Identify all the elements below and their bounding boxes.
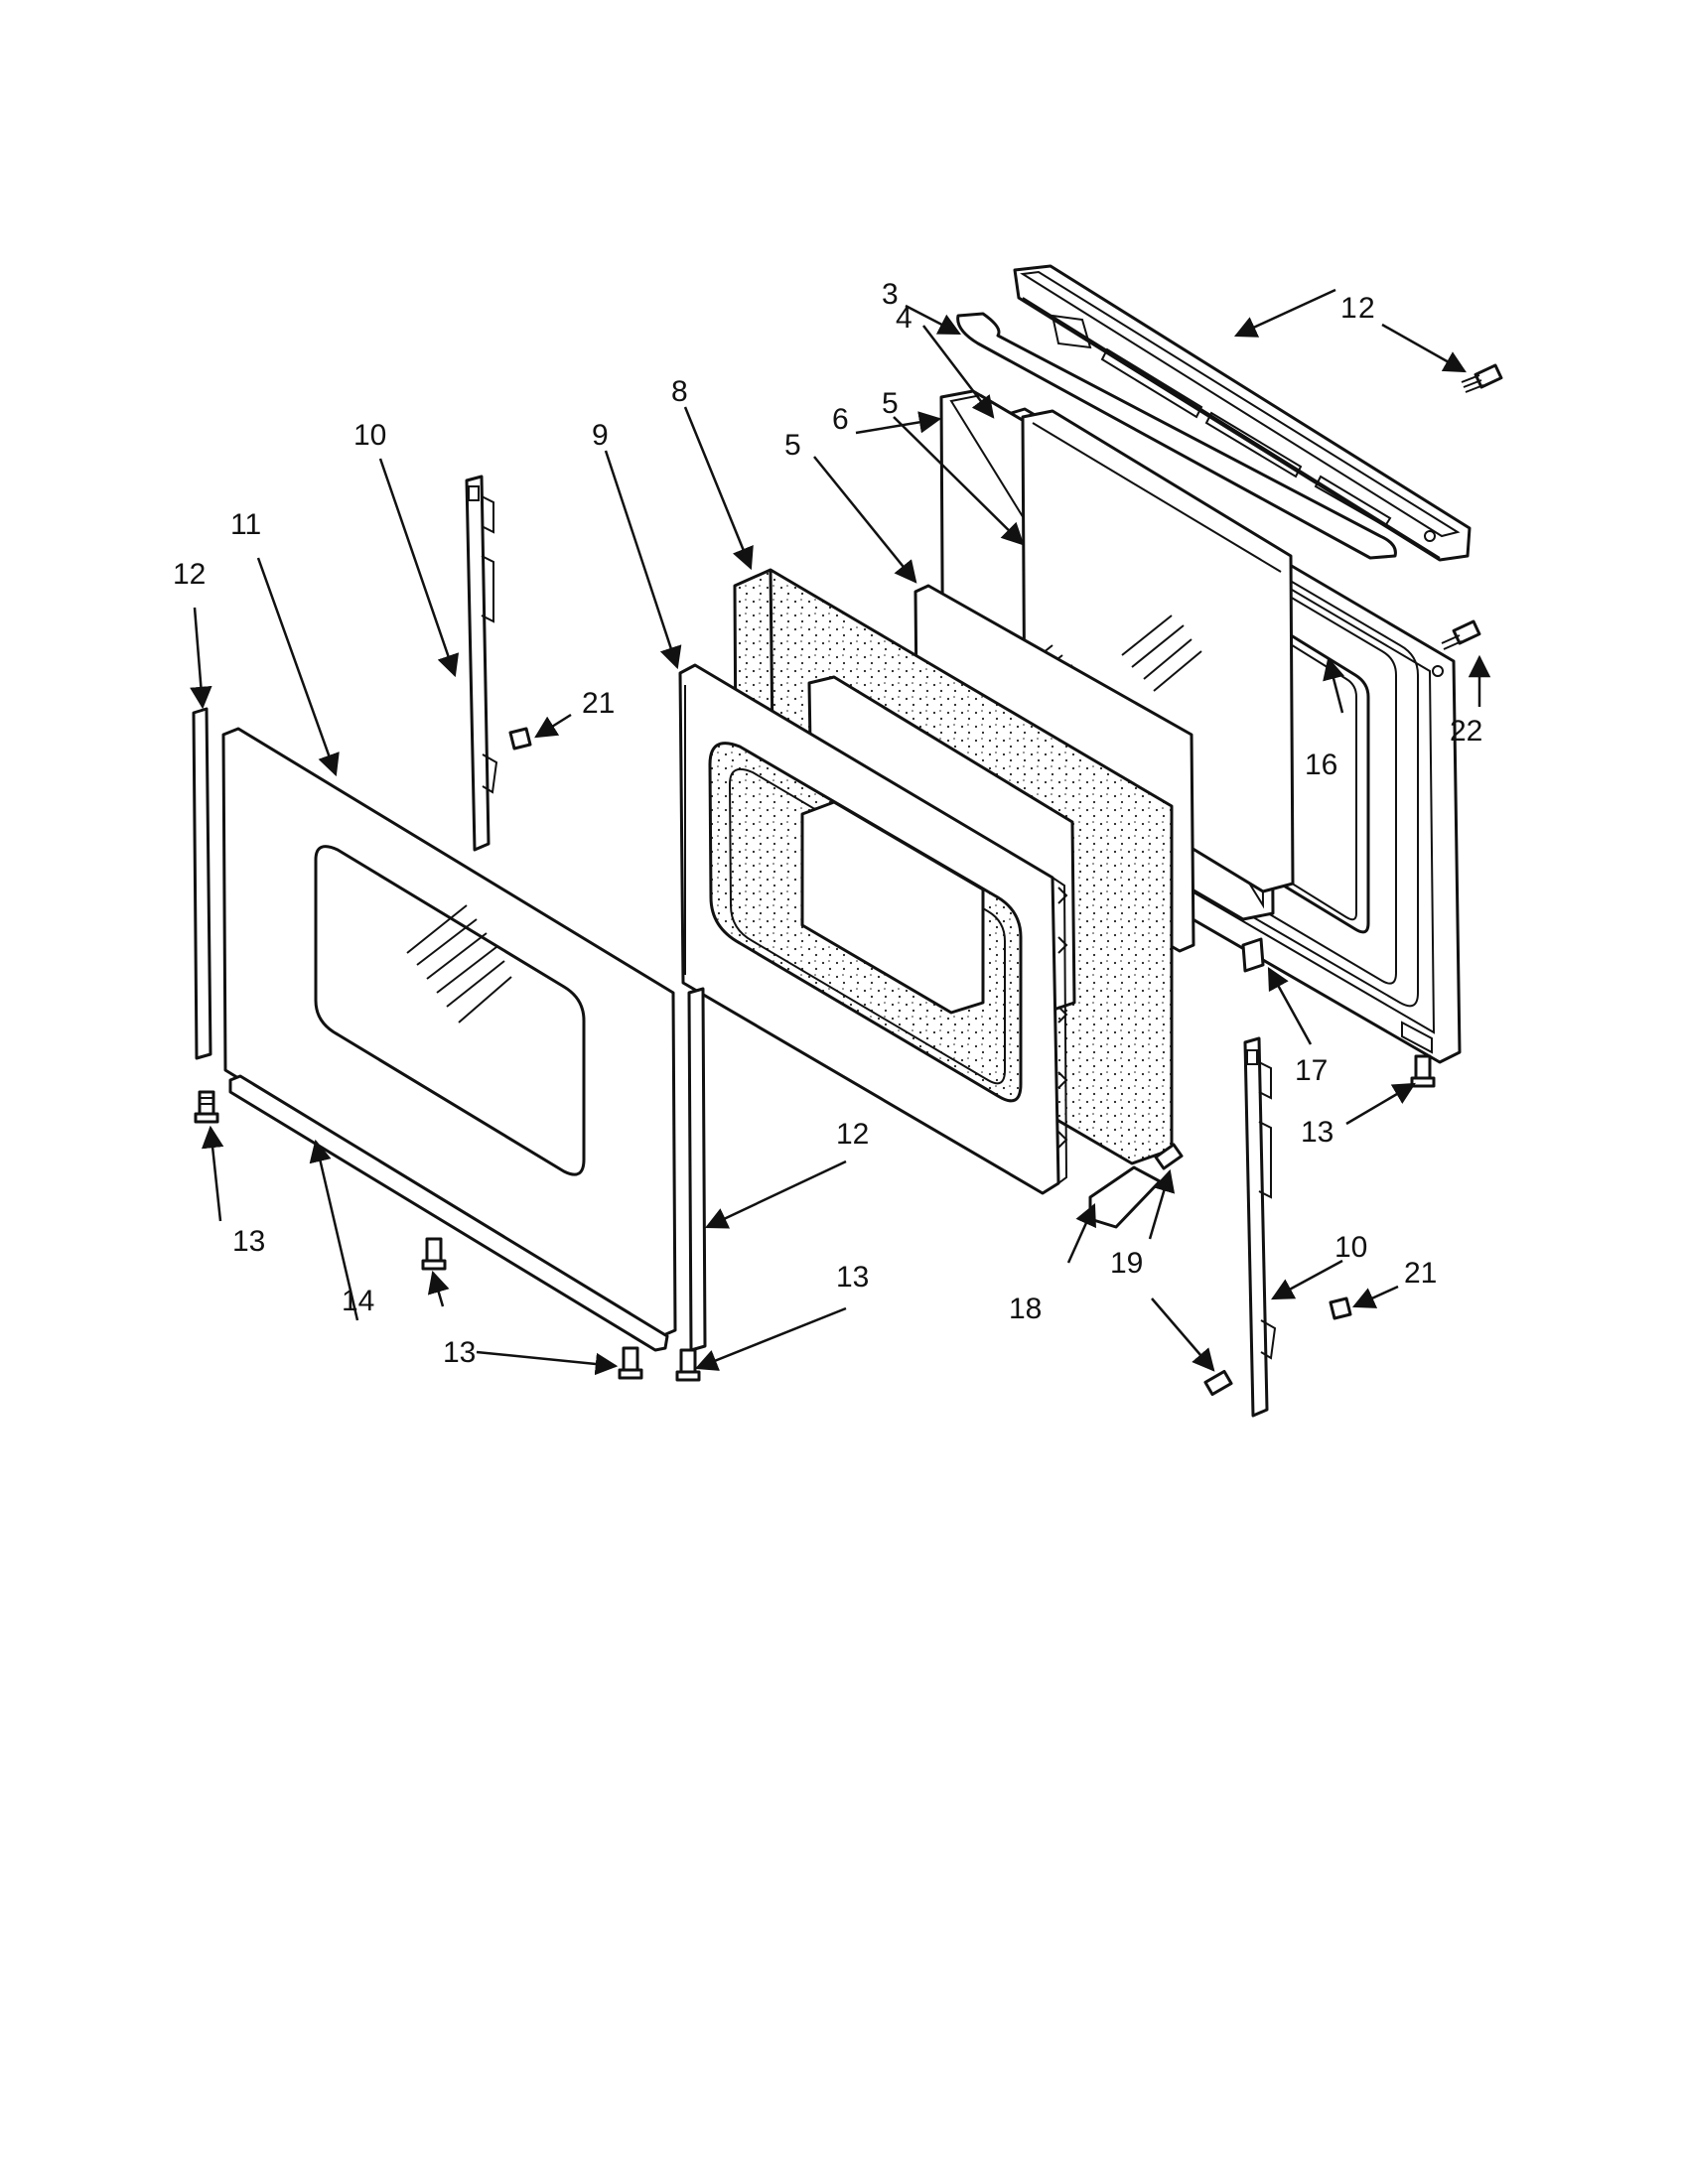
callout-c5a: 5 [882, 387, 899, 420]
callout-c17: 17 [1295, 1054, 1328, 1087]
outer-door-panel [221, 727, 677, 1338]
screw-13-bottom-b [618, 1346, 643, 1380]
callout-c13b: 13 [443, 1336, 476, 1369]
callout-c14: 14 [342, 1285, 374, 1317]
screw-19 [1154, 1143, 1184, 1170]
hinge-clip-21-right [1329, 1297, 1352, 1320]
callout-c4: 4 [896, 302, 912, 335]
callout-c22: 22 [1450, 715, 1482, 748]
side-trim-right [687, 987, 707, 1352]
screw-22 [1441, 619, 1481, 650]
callout-c3: 3 [882, 278, 899, 311]
callout-c18: 18 [1009, 1293, 1042, 1325]
bottom-trim [228, 1074, 669, 1352]
screw-13-bottom-a [421, 1237, 447, 1271]
callout-c6: 6 [832, 403, 849, 436]
callout-c12b: 12 [836, 1118, 869, 1151]
hinge-left [465, 475, 498, 852]
leader-lines [190, 288, 1491, 1376]
clip-17 [1241, 937, 1265, 973]
callout-c2: 2 [1358, 292, 1375, 325]
callout-c11: 11 [230, 508, 261, 541]
screw-13-left [194, 1090, 219, 1124]
callout-c5b: 5 [784, 429, 801, 462]
callout-c13c: 13 [836, 1261, 869, 1294]
callout-c13d: 13 [1301, 1116, 1333, 1149]
door-liner [678, 663, 1068, 1195]
callout-c10b: 10 [1334, 1231, 1367, 1264]
callout-c8: 8 [671, 375, 688, 408]
screw-2 [1461, 363, 1503, 393]
screw-19-hinge [1203, 1369, 1233, 1397]
trim-strip [956, 312, 1397, 560]
screw-13-bottom-c [675, 1348, 701, 1382]
callout-c1: 1 [1340, 292, 1357, 325]
callout-c10a: 10 [353, 419, 386, 452]
hinge-right [1243, 1036, 1277, 1418]
callout-c12a: 12 [173, 558, 206, 591]
callout-c19: 19 [1110, 1247, 1143, 1280]
hinge-clip-21-left [508, 727, 532, 751]
side-trim-left [192, 707, 212, 1060]
callout-c16: 16 [1305, 749, 1337, 781]
top-trim-panel [1013, 264, 1472, 562]
callout-labels: 1 2 3 4 5 5 6 8 9 10 10 11 12 12 13 13 1… [173, 278, 1482, 1369]
screw-13-right [1410, 1054, 1436, 1088]
callout-c21a: 21 [582, 687, 615, 720]
callout-c13a: 13 [232, 1225, 265, 1258]
bracket-18 [1088, 1165, 1162, 1229]
callout-c21b: 21 [1404, 1257, 1437, 1290]
callout-c9: 9 [592, 419, 609, 452]
